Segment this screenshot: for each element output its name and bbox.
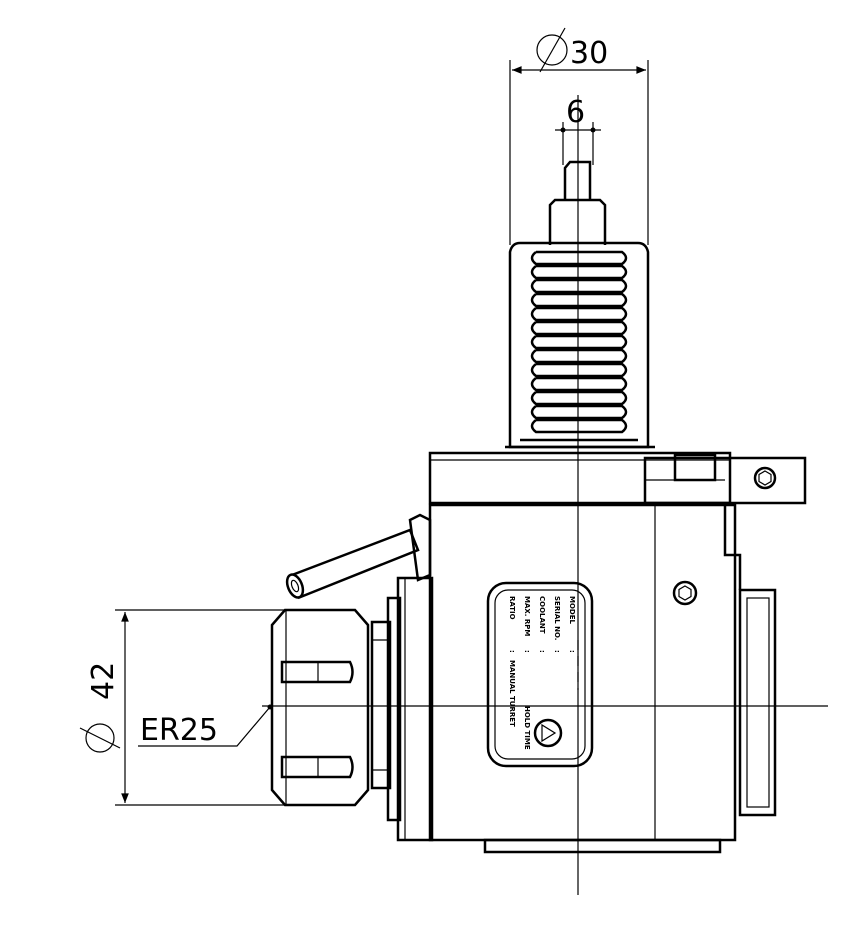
thread-groove <box>530 348 628 364</box>
label-max-rpm: MAX. RPM <box>523 596 531 636</box>
hex-screw-icon <box>753 466 777 490</box>
top-flange <box>428 445 807 505</box>
thread-groove <box>530 264 628 280</box>
coolant-pipe <box>285 513 432 600</box>
thread-groove <box>530 418 628 434</box>
sep: : <box>568 650 576 653</box>
dim-6-text: 6 <box>566 95 585 130</box>
er25-text: ER25 <box>140 713 218 748</box>
dim-42-text: 42 <box>86 662 121 700</box>
thread-groove <box>530 250 628 266</box>
thread-groove <box>530 362 628 378</box>
sep: : <box>553 650 561 653</box>
thread-groove <box>530 376 628 392</box>
label-serial: SERIAL NO. <box>553 596 561 640</box>
diameter-30-dimension: 30 <box>509 27 649 245</box>
sep: : <box>538 650 546 653</box>
dim-30-text: 30 <box>570 36 608 71</box>
thread-groove <box>530 320 628 336</box>
label-manual-turret: MANUAL TURRET <box>508 660 516 727</box>
thread-groove <box>530 306 628 322</box>
hex-screw-icon <box>672 580 698 606</box>
thread-groove <box>530 278 628 294</box>
diameter-42-dimension: 42 <box>79 609 285 806</box>
logo-icon <box>533 718 563 748</box>
thread-groove <box>530 390 628 406</box>
sep: : <box>508 650 516 653</box>
label-coolant: COOLANT <box>538 596 546 634</box>
collet-assembly <box>270 576 434 842</box>
width-6-dimension: 6 <box>555 95 601 165</box>
thread-groove <box>530 404 628 420</box>
brand-text: HOLD TIME <box>523 706 531 750</box>
threaded-spindle <box>508 241 650 449</box>
thread-groove <box>530 292 628 308</box>
nameplate: MODEL SERIAL NO. COOLANT MAX. RPM RATIO … <box>486 581 594 768</box>
label-model: MODEL <box>568 596 576 625</box>
er25-callout: ER25 <box>138 704 273 748</box>
thread-groove <box>530 334 628 350</box>
housing-body <box>428 503 777 854</box>
sep: : <box>523 650 531 653</box>
drive-shank <box>548 160 607 245</box>
label-ratio: RATIO <box>508 596 516 620</box>
